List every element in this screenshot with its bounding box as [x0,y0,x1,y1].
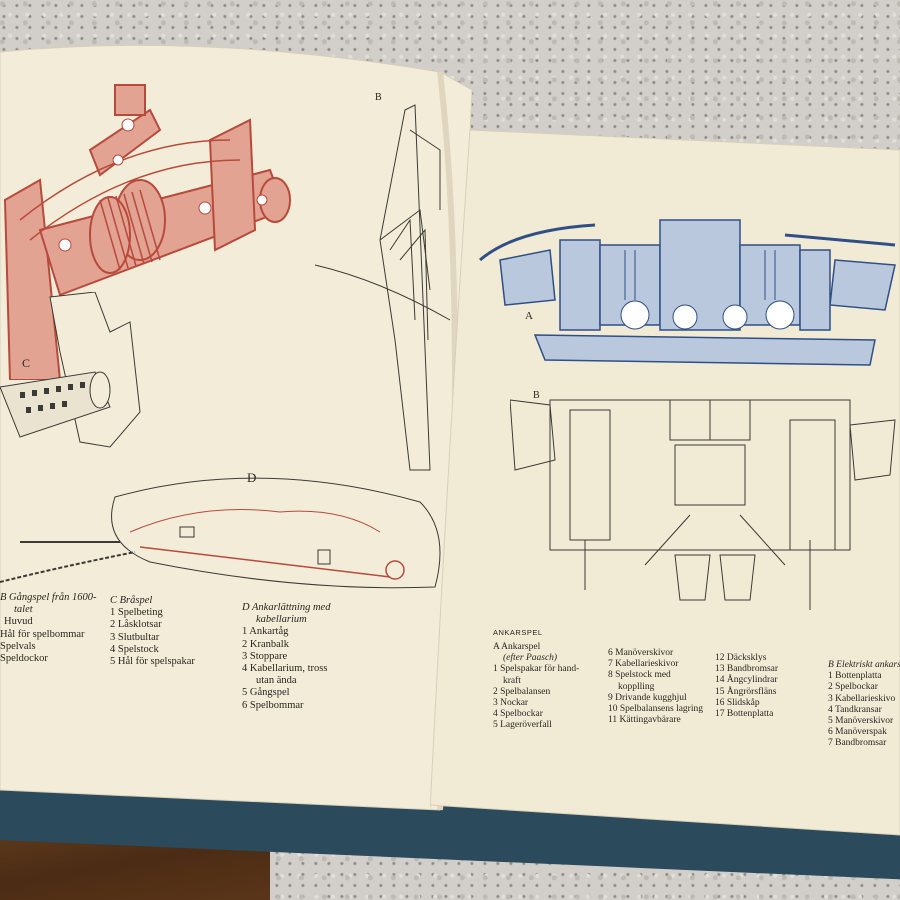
caption-item: 3 Slutbultar [110,631,160,643]
caption-item: Speldockor [0,653,48,665]
caption-item: 3 Stoppare [242,650,288,662]
right-page: A B ANKARSPEL A Ankarspel (efter Paasch)… [430,120,900,840]
caption-item: 12 Däcksklys [715,653,767,663]
caption-ankarspel-col2: 6 Manöverskivor 7 Kabellarieskivor 8 Spe… [608,648,703,726]
caption-item: 5 Hål för spelspakar [110,656,195,668]
caption-item: 4 Spelstock [110,643,159,655]
caption-item: 4 Spelbockar [493,709,543,720]
caption-item: 13 Bandbromsar [715,664,779,675]
caption-item: 1 Spelbeting [110,607,163,619]
caption-item: 14 Ångcylindrar [715,675,778,686]
caption-item: 2 Spelbockar [828,682,878,693]
caption-ankarlattning: D Ankarlättning med kabellarium 1 Ankart… [242,602,330,712]
caption-ankarspel-col3: 12 Däcksklys 13 Bandbromsar 14 Ångcylind… [715,653,778,720]
caption-title: B Gångspel från 1600- [0,592,97,603]
caption-item: 16 Slidskåp [715,697,760,708]
caption-item: 7 Bandbromsar [828,738,887,749]
caption-item: 10 Spelbalansens lagring [608,704,703,715]
section-heading: ANKARSPEL [493,628,543,637]
caption-item: 11 Kättingavbärare [608,715,681,726]
caption-item: 7 Kabellarieskivor [608,659,679,670]
figure-letter-a: A [525,310,533,322]
caption-item: Spelvals [0,640,36,652]
caption-item: 8 Spelstock med [608,670,671,681]
figure-letter-c: C [22,356,31,370]
caption-subtitle: (efter Paasch) [503,653,558,664]
red-capstan-illustration [3,84,291,380]
caption-ankarspel-b: B Elektriskt ankars 1 Bottenplatta 2 Spe… [828,660,900,750]
caption-item: 17 Bottenplatta [715,709,774,720]
caption-item: Huvud [4,616,33,628]
caption-item: 4 Kabellarium, tross [242,663,328,675]
caption-braspel: C Bråspel 1 Spelbeting 2 Låsklotsar 3 Sl… [110,595,195,668]
left-page: B C D B Gångspel från 1600- talet Huvud [0,30,475,815]
ankarlattning-deck-plan [0,477,441,589]
caption-item: 3 Nockar [493,698,529,709]
caption-item: 6 Spelbommar [242,699,304,711]
caption-item: 5 Gångspel [242,687,290,699]
caption-title: D Ankarlättning med [242,602,331,613]
caption-item: 1 Ankartåg [242,626,289,638]
windlass-plan-drawing [510,399,896,610]
caption-item: 3 Kabellarieskivo [828,693,896,704]
caption-item: 2 Låsklotsar [110,619,162,631]
caption-item: 4 Tandkransar [828,704,882,715]
caption-gangspel: B Gångspel från 1600- talet Huvud Hål fö… [0,592,97,665]
caption-title: B Elektriskt ankars [828,660,900,670]
blue-windlass-illustration [479,219,896,366]
figure-letter-b: B [375,92,382,103]
caption-item: 6 Manöverskivor [608,648,674,658]
caption-title-cont: kabellarium [256,614,307,626]
caption-item: 6 Manöverspak [828,727,887,738]
caption-item: 1 Spelspakar för hand- [493,664,580,675]
caption-item: kopplling [618,681,655,692]
caption-title-cont: talet [14,604,33,616]
caption-item: 5 Lageröverfall [493,720,552,731]
caption-title: C Bråspel [110,595,153,606]
caption-item: 1 Bottenplatta [828,671,882,682]
caption-item: kraft [503,675,521,686]
caption-item: 2 Kranbalk [242,638,289,650]
caption-item: utan ända [256,675,297,687]
figure-letter-d: D [247,470,257,485]
caption-item: 9 Drivande kugghjul [608,692,687,703]
bow-structure-drawing [314,104,451,471]
caption-item: 15 Ångrörsfläns [715,686,777,697]
caption-title: A Ankarspel [493,642,541,652]
caption-ankarspel-a: A Ankarspel (efter Paasch) 1 Spelspakar … [493,642,579,732]
figure-letter-b: B [533,390,540,401]
caption-item: 2 Spelbalansen [493,686,551,697]
caption-item: 5 Manöverskivor [828,716,894,727]
caption-item: Hål för spelbommar [0,628,85,640]
bratspel-drawing [0,292,141,448]
